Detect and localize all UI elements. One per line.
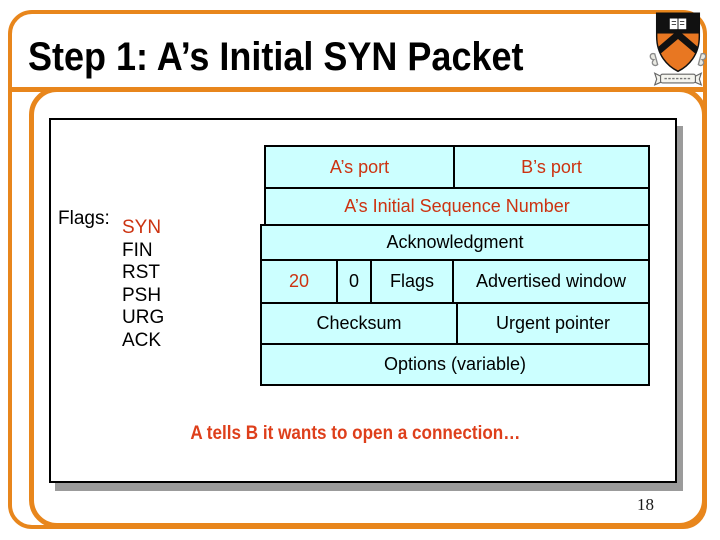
flags-label: Flags: [58,208,110,229]
page-number: 18 [637,495,654,514]
cell-flags: Flags [370,261,452,302]
cell-acknowledgment: Acknowledgment [386,232,524,252]
flags-list: SYN FIN RST PSH URG ACK [122,217,164,352]
table-row: 20 0 Flags Advertised window [260,259,650,304]
cell-header-length: 20 [288,271,310,291]
flag-item-ack: ACK [122,329,162,351]
cell-checksum: Checksum [316,313,402,333]
flag-item-rst: RST [122,262,160,283]
flag-item-urg: URG [122,307,165,328]
table-row: Options (variable) [260,343,650,386]
cell-sequence-number: A’s Initial Sequence Number [344,196,570,216]
cell-options: Options (variable) [383,354,527,374]
table-row: A’s Initial Sequence Number [264,187,650,226]
table-row: A’s port B’s port [264,145,650,189]
caption: A tells B it wants to open a connection… [51,423,659,445]
content-box: Flags: SYN FIN RST PSH URG ACK A’s port … [49,118,677,483]
cell-advertised-window: Advertised window [452,261,648,302]
flag-item-psh: PSH [122,284,162,306]
page-title: Step 1: A’s Initial SYN Packet [28,35,524,79]
cell-b-port: B’s port [453,147,648,187]
cell-reserved: 0 [336,261,370,302]
caption-text: A tells B it wants to open a connection… [189,423,520,444]
flag-item-syn: SYN [122,217,162,238]
flag-item-fin: FIN [122,239,153,261]
tcp-header-diagram: A’s port B’s port A’s Initial Sequence N… [260,145,650,386]
table-row: Checksum Urgent pointer [260,302,650,345]
cell-urgent-pointer: Urgent pointer [456,304,648,343]
princeton-shield-icon [649,12,707,86]
table-row: Acknowledgment [260,224,650,261]
body-panel-border [29,87,707,528]
cell-a-port: A’s port [329,156,390,177]
